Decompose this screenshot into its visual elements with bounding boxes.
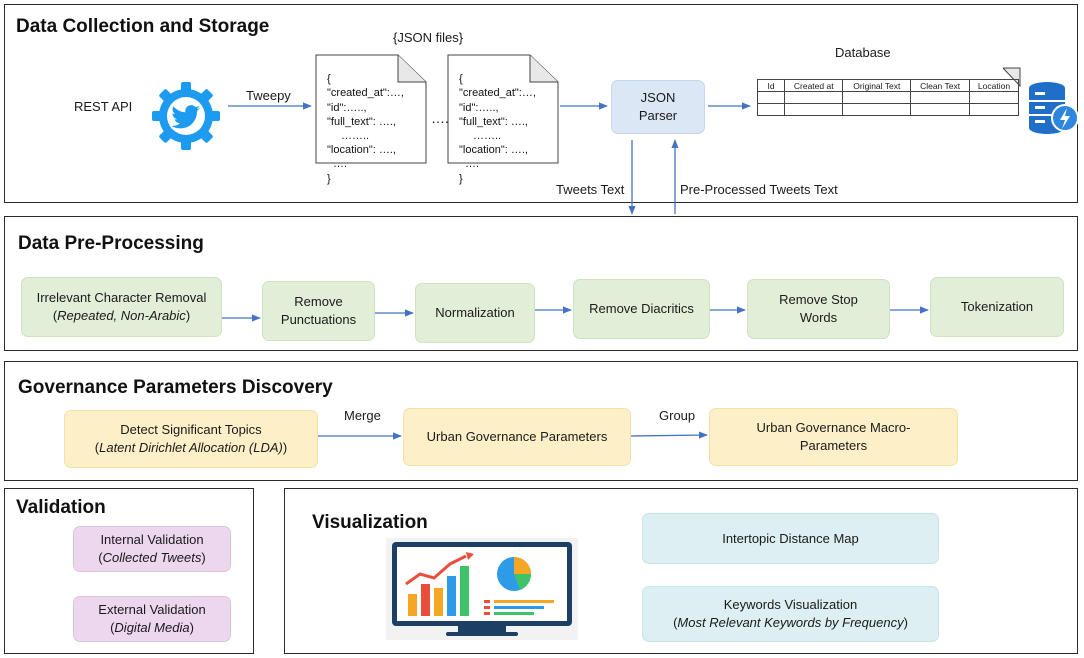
preprocessed-text-label: Pre-Processed Tweets Text: [680, 182, 838, 197]
db-col-location: Location: [969, 79, 1019, 92]
section-title-governance: Governance Parameters Discovery: [18, 377, 333, 398]
step-irrelevant-char-removal: Irrelevant Character Removal (Repeated, …: [21, 277, 222, 337]
db-col-created: Created at: [783, 79, 844, 92]
tweepy-label: Tweepy: [246, 88, 291, 103]
json-file-content-1: {"created_at":…,"id":…..,"full_text": ….…: [327, 73, 404, 185]
json-parser-box: JSON Parser: [611, 80, 705, 134]
step-tokenization: Tokenization: [930, 277, 1064, 337]
json-file-content-2: {"created_at":…,"id":…..,"full_text": ….…: [459, 73, 536, 185]
database-table: Id Created at Original Text Clean Text L…: [757, 79, 1019, 116]
merge-label: Merge: [344, 408, 381, 423]
database-label: Database: [835, 45, 891, 60]
external-validation-box: External Validation (Digital Media): [73, 596, 231, 642]
json-files-ellipsis: ….: [431, 110, 449, 126]
json-files-label: {JSON files}: [393, 30, 464, 45]
database-icon: [1025, 78, 1081, 140]
intertopic-distance-map-box: Intertopic Distance Map: [642, 513, 939, 564]
rest-api-label: REST API: [74, 99, 133, 114]
urban-governance-macro-parameters-box: Urban Governance Macro- Parameters: [709, 408, 958, 466]
detect-significant-topics-box: Detect Significant Topics (Latent Dirich…: [64, 410, 318, 468]
db-col-id: Id: [757, 79, 785, 92]
section-title-preprocessing: Data Pre-Processing: [18, 233, 204, 254]
section-title-validation: Validation: [16, 497, 106, 518]
keywords-visualization-box: Keywords Visualization (Most Relevant Ke…: [642, 586, 939, 642]
db-col-original: Original Text: [842, 79, 912, 92]
db-col-clean: Clean Text: [910, 79, 970, 92]
section-title-visualization: Visualization: [312, 512, 428, 533]
step-remove-stop-words: Remove Stop Words: [747, 279, 890, 339]
twitter-gear-icon: [150, 80, 222, 152]
step-normalization: Normalization: [415, 283, 535, 343]
section-title-collection: Data Collection and Storage: [16, 16, 270, 37]
internal-validation-box: Internal Validation (Collected Tweets): [73, 526, 231, 572]
tweets-text-label: Tweets Text: [556, 182, 625, 197]
urban-governance-parameters-box: Urban Governance Parameters: [403, 408, 631, 466]
step-remove-punctuations: Remove Punctuations: [262, 281, 375, 341]
analytics-monitor-icon: [386, 538, 578, 640]
step-remove-diacritics: Remove Diacritics: [573, 279, 710, 339]
group-label: Group: [659, 408, 696, 423]
